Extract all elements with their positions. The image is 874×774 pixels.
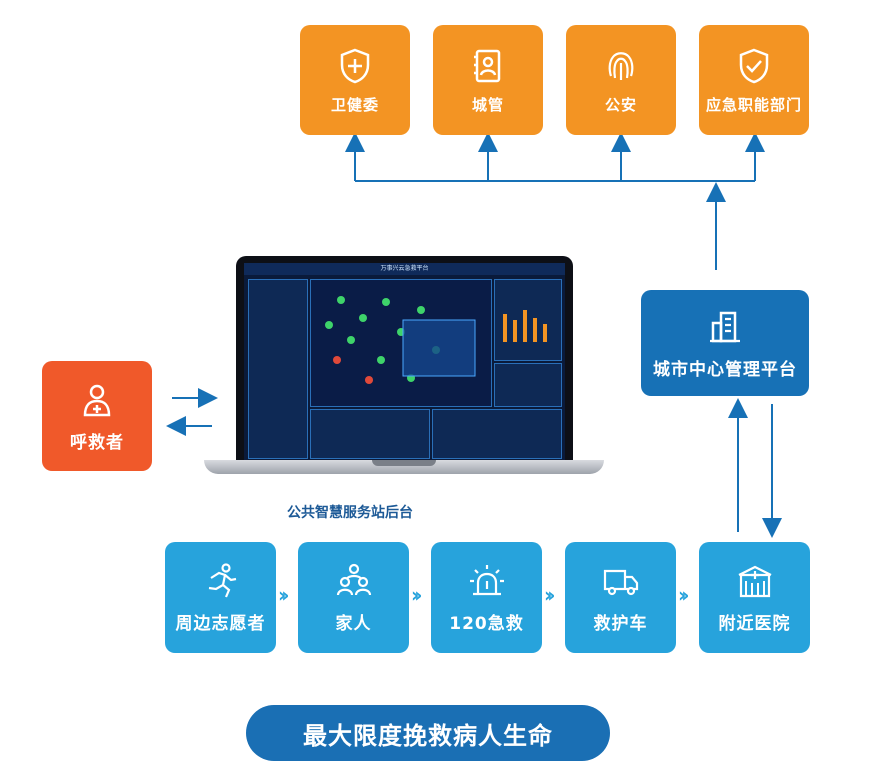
responder-hospital: 附近医院 <box>699 542 810 653</box>
laptop-notch <box>372 460 436 466</box>
responder-ambulance: 救护车 <box>565 542 676 653</box>
hospital-icon <box>738 565 771 598</box>
chevron-right-icon: ›› <box>544 583 556 607</box>
mission-banner: 最大限度挽救病人生命 <box>246 705 610 761</box>
city-platform-box: 城市中心管理平台 <box>641 290 809 396</box>
id-card-icon <box>474 49 501 82</box>
responder-120: 120急救 <box>431 542 542 653</box>
person-plus-icon <box>83 384 111 416</box>
runner-icon <box>208 563 236 598</box>
laptop-dashboard: 万事兴云急救平台 <box>204 252 604 482</box>
agency-label: 卫健委 <box>330 95 379 114</box>
buildings-icon <box>710 311 740 342</box>
responder-label: 120急救 <box>449 614 524 634</box>
responder-volunteers: 周边志愿者 <box>165 542 276 653</box>
siren-icon <box>469 565 504 596</box>
agency-label: 城管 <box>471 95 504 114</box>
responder-label: 家人 <box>335 614 372 634</box>
chevron-right-icon: ›› <box>678 583 690 607</box>
agency-urban-management: 城管 <box>433 25 543 135</box>
agency-label: 公安 <box>604 95 637 114</box>
dashboard-chart-panel <box>494 279 562 361</box>
dashboard-left-panel <box>248 279 308 459</box>
chevron-right-icon: ›› <box>411 583 423 607</box>
platform-label: 城市中心管理平台 <box>653 359 797 380</box>
agency-health-commission: 卫健委 <box>300 25 410 135</box>
shield-check-icon <box>739 48 769 83</box>
map-dots <box>325 296 476 384</box>
dashboard-stats-panel <box>494 363 562 407</box>
shield-plus-icon <box>340 48 370 83</box>
agency-police: 公安 <box>566 25 676 135</box>
dashboard-screen: 万事兴云急救平台 <box>244 263 565 461</box>
fingerprint-icon <box>608 51 634 80</box>
responder-label: 救护车 <box>593 614 648 634</box>
responder-label: 周边志愿者 <box>175 614 266 634</box>
family-icon <box>336 563 371 596</box>
caller-label: 呼救者 <box>70 432 124 453</box>
agency-emergency-dept: 应急职能部门 <box>699 25 809 135</box>
chevron-right-icon: ›› <box>278 583 290 607</box>
laptop-caption: 公共智慧服务站后台 <box>287 505 413 521</box>
responder-family: 家人 <box>298 542 409 653</box>
laptop-base <box>204 460 604 474</box>
bar-chart <box>503 310 547 342</box>
dashboard-map-panel <box>310 279 492 407</box>
caller-box: 呼救者 <box>42 361 152 471</box>
agency-label: 应急职能部门 <box>705 95 802 114</box>
dashboard-title: 万事兴云急救平台 <box>244 263 565 275</box>
responder-label: 附近医院 <box>718 614 791 634</box>
truck-icon <box>603 569 638 596</box>
dashboard-table-left <box>310 409 430 459</box>
dashboard-table-right <box>432 409 562 459</box>
laptop-screen-frame: 万事兴云急救平台 <box>236 256 573 462</box>
